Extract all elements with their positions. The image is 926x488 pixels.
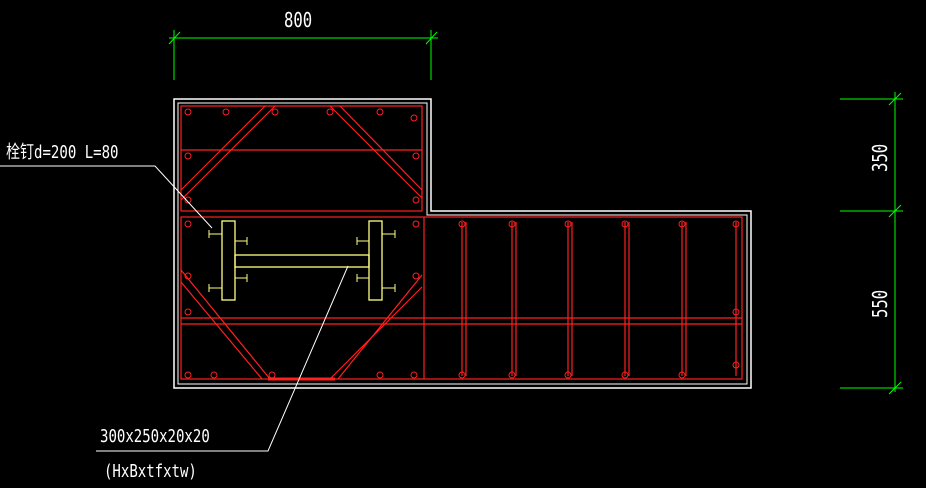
rebar-lower-perimeter: [180, 216, 743, 380]
leader-stud: [0, 165, 213, 229]
steel-studs: [208, 230, 396, 292]
rebar-diag-2: [339, 105, 423, 191]
steel-h-section: [208, 220, 396, 301]
stud-label: 栓钉d=200 L=80: [6, 141, 119, 162]
section-format-label: (HxBxtfxtw): [104, 460, 197, 481]
outline-inner: [177, 102, 748, 385]
outline-outer: [173, 98, 752, 389]
rebar-upper-perimeter: [180, 105, 423, 212]
leader-section: [96, 265, 349, 452]
steel-web: [234, 254, 370, 268]
leaders: [0, 165, 349, 452]
rebar-group: [180, 105, 743, 381]
dim-right-upper-text: 350: [869, 144, 892, 172]
rebar-diag-5: [180, 269, 271, 380]
steel-flange-right: [368, 220, 383, 301]
rebar-diag-3: [180, 105, 276, 201]
section-size-label: 300x250x20x20: [100, 425, 210, 446]
rebar-diag-4: [329, 105, 423, 199]
concrete-outline: [173, 98, 752, 389]
dimensions: [168, 30, 903, 395]
steel-flange-left: [221, 220, 236, 301]
dim-top-text: 800: [284, 9, 312, 32]
rebar-stirrups: [461, 222, 737, 376]
rebar-diag-8: [329, 286, 423, 380]
rebar-diag-6: [180, 281, 263, 380]
rebar-diag-7: [337, 274, 423, 380]
dim-right-lower-text: 550: [869, 290, 892, 318]
rebar-diag-1: [180, 105, 266, 191]
rebar-dots: [184, 108, 740, 379]
